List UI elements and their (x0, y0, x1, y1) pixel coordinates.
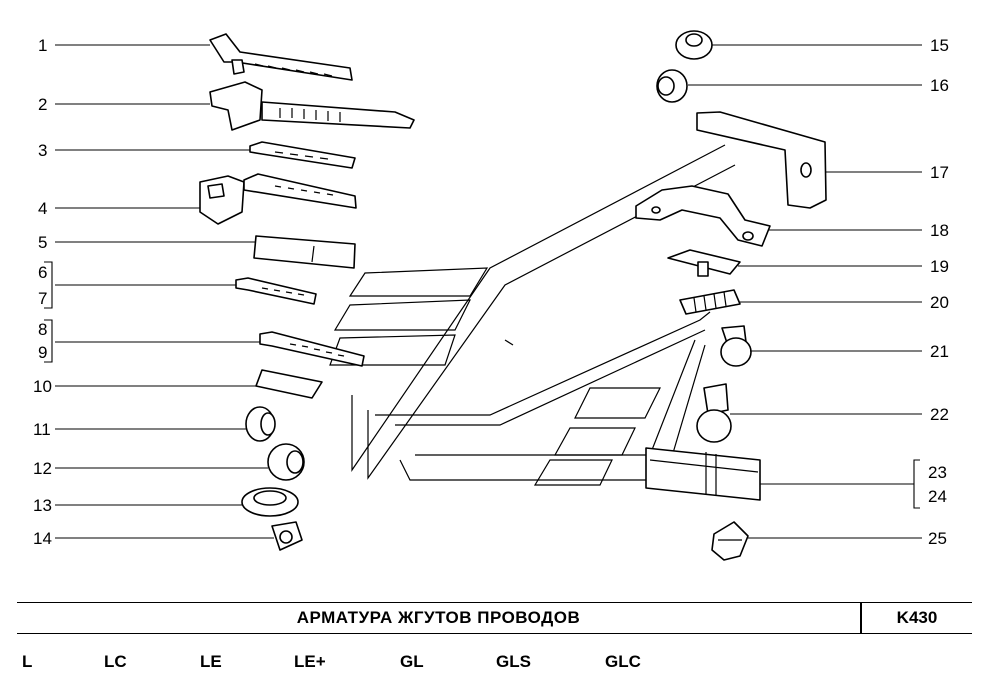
callout-18: 18 (930, 221, 949, 240)
callout-6: 6 (38, 263, 47, 282)
callout-1: 1 (38, 36, 47, 55)
callout-23: 23 (928, 463, 947, 482)
variant-list: L LC LE LE+ GL GLS GLC (0, 652, 1002, 676)
parts-diagram: 1 2 3 4 5 6 7 8 9 10 11 12 13 14 15 16 1… (33, 30, 949, 561)
variant-le: LE (200, 652, 222, 671)
callout-8: 8 (38, 320, 47, 339)
part-4-cable-tie-clip (199, 173, 357, 225)
callouts-left: 1 2 3 4 5 6 7 8 9 10 11 12 13 14 (33, 36, 52, 548)
part-21-clip (720, 325, 752, 367)
callout-22: 22 (930, 405, 949, 424)
page-code: K430 (896, 608, 938, 627)
variant-l: L (22, 652, 33, 671)
callout-13: 13 (33, 496, 52, 515)
part-25-clip (711, 521, 749, 561)
callout-14: 14 (33, 529, 52, 548)
diagram-title: АРМАТУРА ЖГУТОВ ПРОВОДОВ (296, 608, 581, 627)
callout-20: 20 (930, 293, 949, 312)
part-8-9-cable-tie (259, 331, 365, 367)
part-13-grommet-ring (241, 487, 299, 517)
callout-4: 4 (38, 199, 47, 218)
callout-10: 10 (33, 377, 52, 396)
callout-24: 24 (928, 487, 947, 506)
callout-9: 9 (38, 343, 47, 362)
callout-17: 17 (930, 163, 949, 182)
callout-5: 5 (38, 233, 47, 252)
leader-lines-left (44, 44, 274, 539)
leader-lines-right (688, 44, 922, 539)
callout-21: 21 (930, 342, 949, 361)
callout-16: 16 (930, 76, 949, 95)
part-15-grommet (675, 30, 713, 60)
callout-3: 3 (38, 141, 47, 160)
variant-lc: LC (104, 652, 127, 671)
callout-2: 2 (38, 95, 47, 114)
part-3-cable-tie (249, 141, 356, 169)
callout-12: 12 (33, 459, 52, 478)
title-divider (860, 603, 862, 633)
part-19-plate (667, 249, 741, 277)
variant-gls: GLS (496, 652, 531, 671)
callout-15: 15 (930, 36, 949, 55)
part-20-corrugated-tube (679, 289, 741, 315)
variant-gl: GL (400, 652, 424, 671)
part-18-bracket (635, 185, 771, 247)
part-14-bushing (271, 521, 303, 551)
part-16-plug (656, 69, 688, 103)
part-23-24-channel (645, 447, 761, 501)
part-12-grommet (267, 443, 305, 481)
callout-25: 25 (928, 529, 947, 548)
variant-glc: GLC (605, 652, 641, 671)
part-2-cable-tie-holder (209, 81, 415, 131)
part-1-cable-tie (209, 33, 353, 81)
callout-19: 19 (930, 257, 949, 276)
part-17-bracket (696, 111, 827, 209)
callout-11: 11 (33, 420, 51, 439)
callouts-right: 15 16 17 18 19 20 21 22 23 24 25 (928, 36, 949, 548)
part-22-clip (696, 383, 732, 443)
callout-7: 7 (38, 289, 47, 308)
part-11-grommet (245, 406, 276, 442)
part-5-sleeve (253, 235, 356, 269)
part-6-7-cable-tie (235, 277, 317, 305)
title-bar: АРМАТУРА ЖГУТОВ ПРОВОДОВ K430 (17, 602, 972, 634)
variant-le-plus: LE+ (294, 652, 326, 671)
part-10-flat-sleeve (255, 369, 323, 399)
